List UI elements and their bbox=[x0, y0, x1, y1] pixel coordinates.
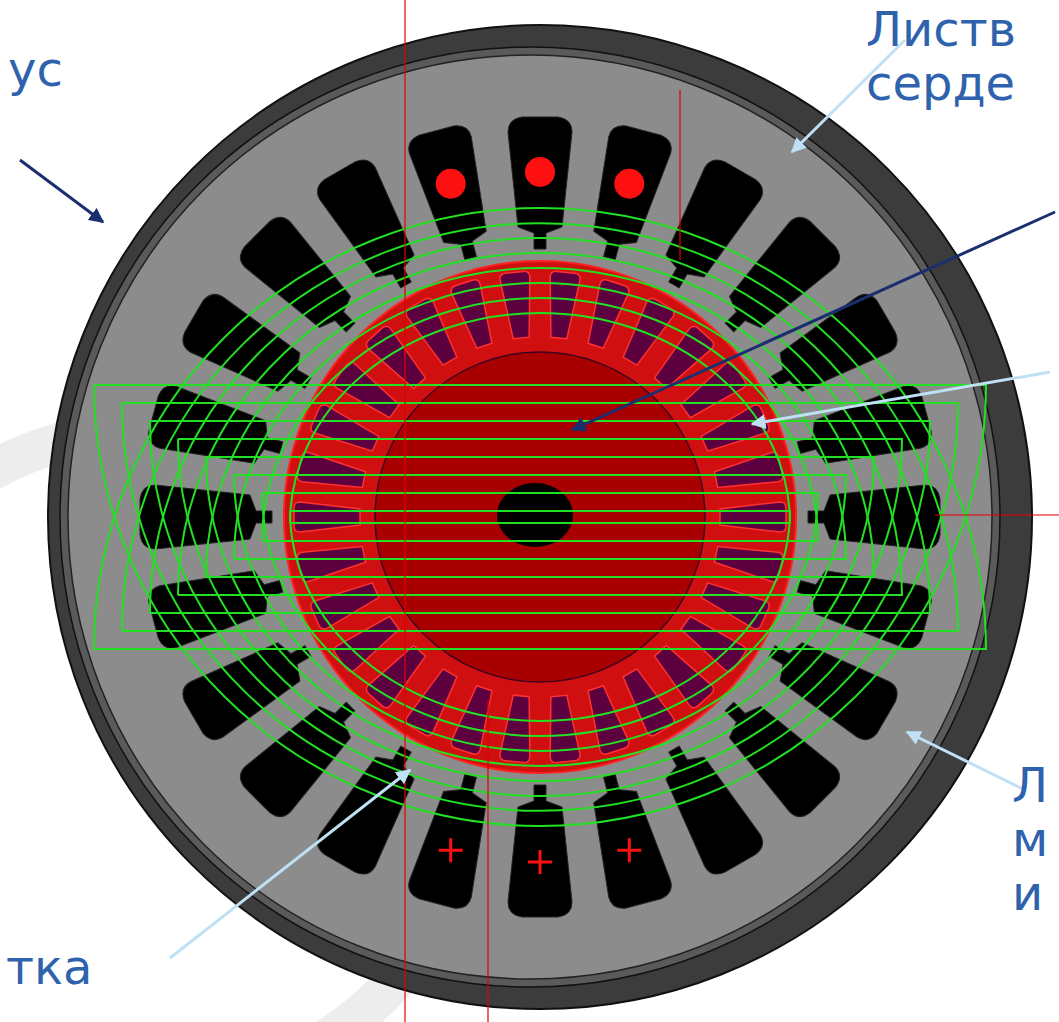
field-line bbox=[178, 439, 902, 781]
leader-lines bbox=[20, 40, 1055, 958]
current-cross bbox=[617, 838, 641, 862]
field-line bbox=[290, 313, 790, 523]
rotor-bar bbox=[698, 403, 770, 457]
stator-slot bbox=[508, 785, 572, 917]
current-cross bbox=[528, 850, 552, 874]
part-label: тка bbox=[6, 940, 126, 994]
field-line bbox=[94, 208, 986, 649]
leader-line bbox=[170, 770, 410, 958]
field-line bbox=[178, 253, 902, 595]
stator-slots bbox=[140, 117, 940, 917]
red-line bbox=[935, 514, 1059, 515]
current-dot bbox=[614, 169, 644, 199]
field-lines bbox=[94, 208, 986, 826]
leader-line bbox=[752, 372, 1050, 424]
rotor-bar bbox=[698, 577, 770, 631]
field-line bbox=[150, 238, 930, 613]
stator-slot bbox=[140, 485, 272, 549]
field-line bbox=[262, 493, 818, 736]
leader-line bbox=[907, 732, 1025, 790]
field-line bbox=[234, 283, 846, 559]
leader-line bbox=[572, 212, 1055, 430]
rotor-bar bbox=[720, 502, 786, 532]
stator-slot bbox=[406, 768, 502, 912]
rotor-core bbox=[284, 261, 796, 773]
rotor-bar bbox=[309, 577, 381, 631]
field-line bbox=[150, 421, 930, 796]
rotor-bar bbox=[309, 403, 381, 457]
current-cross bbox=[439, 838, 463, 862]
rotor-slots bbox=[294, 271, 786, 763]
part-label: Листв серде bbox=[866, 2, 1046, 110]
stator-slot bbox=[756, 289, 902, 410]
rotor-bar bbox=[544, 271, 581, 340]
rotor-bar bbox=[499, 271, 536, 340]
rotor-inner bbox=[375, 352, 705, 682]
field-line bbox=[206, 268, 874, 577]
stator-slot bbox=[808, 485, 940, 549]
rotor-bar bbox=[544, 694, 581, 763]
stator-slot bbox=[578, 768, 674, 912]
field-line bbox=[262, 298, 818, 541]
red-line bbox=[679, 90, 680, 260]
stator-slot bbox=[406, 122, 502, 266]
field-line bbox=[122, 223, 958, 631]
housing bbox=[48, 25, 1032, 1009]
stator-slot bbox=[508, 117, 572, 249]
rotor-bar bbox=[499, 694, 536, 763]
rotor-bar bbox=[294, 502, 360, 532]
field-line bbox=[94, 385, 986, 826]
stator-slot bbox=[578, 122, 674, 266]
housing-inner bbox=[60, 47, 1000, 987]
stator-slot bbox=[178, 623, 324, 744]
red-line bbox=[404, 0, 405, 1022]
field-line bbox=[206, 457, 874, 766]
field-line bbox=[122, 403, 958, 811]
current-dot bbox=[525, 157, 555, 187]
stator-core bbox=[68, 55, 992, 979]
part-label: ус bbox=[8, 42, 108, 96]
part-label: Л м и bbox=[1012, 758, 1052, 920]
current-dot bbox=[436, 169, 466, 199]
field-line bbox=[290, 511, 790, 721]
leader-line bbox=[20, 160, 103, 222]
red-line bbox=[487, 700, 488, 1022]
red-lines bbox=[405, 0, 1059, 1022]
